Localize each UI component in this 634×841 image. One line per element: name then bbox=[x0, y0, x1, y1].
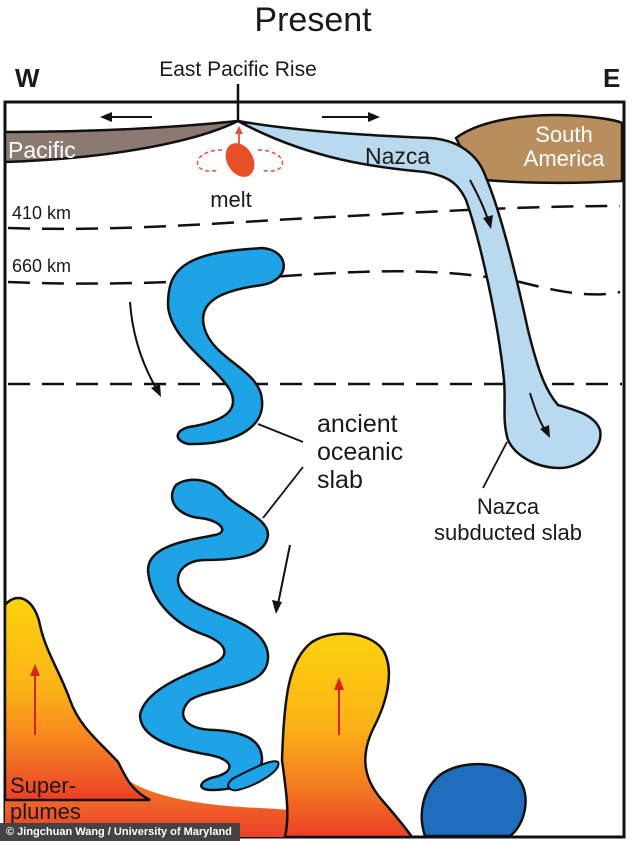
nazca-plate-label: Nazca bbox=[365, 143, 430, 169]
ancient-slab-fragment bbox=[227, 760, 280, 792]
pacific-plate-label: Pacific bbox=[8, 137, 76, 163]
mantle-flow-arrow-down bbox=[272, 544, 291, 614]
superplumes-label-line2: plumes bbox=[10, 799, 81, 824]
nazca-slab-label-line2: subducted slab bbox=[434, 520, 582, 545]
superplume-left bbox=[3, 596, 151, 802]
image-credit: © Jingchuan Wang / University of Marylan… bbox=[0, 823, 240, 841]
east-label: E bbox=[603, 63, 620, 93]
nazca-subducting-slab bbox=[237, 119, 602, 470]
ancient-slab-upper bbox=[166, 246, 285, 446]
diagram-title: Present bbox=[254, 1, 372, 39]
ancient-slab-label-line3: slab bbox=[317, 466, 363, 494]
superplumes-label-line1: Super- bbox=[10, 773, 76, 798]
plate-motion-arrow-west bbox=[100, 112, 152, 122]
depth-line-410km bbox=[7, 204, 621, 231]
deep-lower-mantle-blob bbox=[420, 762, 527, 838]
superplume-right bbox=[280, 632, 415, 839]
leader-line-ancient-slab-upper bbox=[257, 423, 304, 443]
melt-label: melt bbox=[210, 187, 252, 212]
plate-motion-arrow-east bbox=[322, 112, 380, 122]
south-america-label-line1: South bbox=[535, 122, 593, 147]
ancient-slab-label-line1: ancient bbox=[317, 410, 398, 438]
west-label: W bbox=[15, 63, 40, 93]
leader-line-nazca-slab bbox=[482, 441, 508, 489]
ancient-slab-label-line2: oceanic bbox=[317, 438, 403, 466]
depth-line-660km bbox=[7, 270, 621, 296]
nazca-slab-label-line1: Nazca bbox=[477, 494, 540, 519]
subduction-arrow-upper bbox=[469, 179, 493, 229]
depth-label-660km: 660 km bbox=[12, 256, 71, 276]
plume-upwelling-arrow-left bbox=[30, 664, 40, 735]
south-america-label-line2: America bbox=[524, 146, 605, 171]
ridge-label: East Pacific Rise bbox=[159, 58, 317, 81]
melt-rise-arrow bbox=[235, 126, 243, 144]
melt-blob bbox=[225, 143, 255, 177]
subduction-arrow-lower bbox=[529, 392, 550, 438]
plume-upwelling-arrow-right bbox=[334, 677, 344, 735]
ancient-slab-lower bbox=[138, 478, 270, 792]
mantle-flow-arrow-left bbox=[129, 301, 161, 397]
leader-line-ancient-slab-lower bbox=[262, 466, 304, 519]
depth-label-410km: 410 km bbox=[12, 203, 71, 223]
